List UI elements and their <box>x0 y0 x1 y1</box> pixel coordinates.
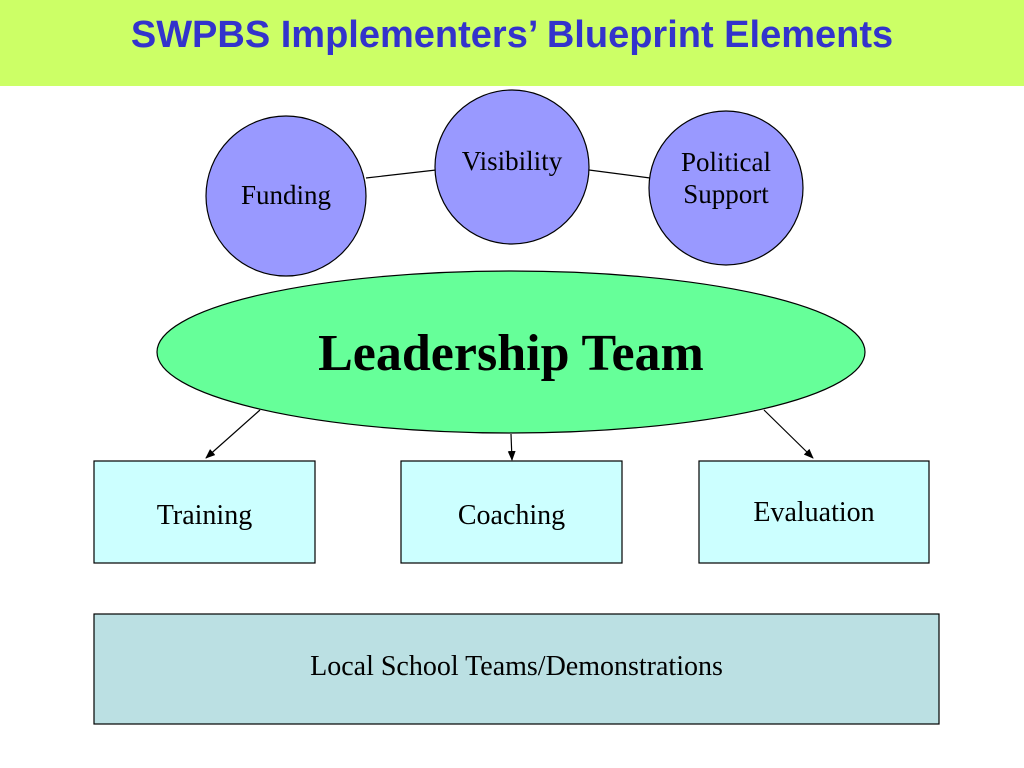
political-support-label: Political Support <box>646 146 806 210</box>
political-label-line2: Support <box>683 179 769 209</box>
arrow-to-training <box>205 409 261 459</box>
evaluation-label: Evaluation <box>753 497 875 528</box>
local-school-teams-box <box>93 613 940 725</box>
connector-visibility-political <box>588 169 651 179</box>
evaluation-box <box>698 460 930 564</box>
leadership-team-ellipse <box>156 270 866 434</box>
visibility-label: Visibility <box>461 146 563 176</box>
training-label: Training <box>156 500 253 531</box>
coaching-label: Coaching <box>457 500 566 531</box>
local-school-teams-label: Local School Teams/Demonstrations <box>310 651 723 682</box>
connector-funding-visibility <box>365 169 437 179</box>
funding-circle <box>205 115 367 277</box>
political-label-line1: Political <box>681 147 771 177</box>
leadership-team-label: Leadership Team <box>318 325 704 382</box>
political-support-circle <box>648 110 804 266</box>
arrow-to-coaching <box>507 433 516 461</box>
title-bar <box>0 0 1024 86</box>
funding-label: Funding <box>240 180 332 210</box>
coaching-box <box>400 460 623 564</box>
arrow-to-evaluation <box>763 409 814 459</box>
visibility-circle <box>434 89 590 245</box>
training-box <box>93 460 316 564</box>
slide-title: SWPBS Implementers’ Blueprint Elements <box>130 14 894 56</box>
